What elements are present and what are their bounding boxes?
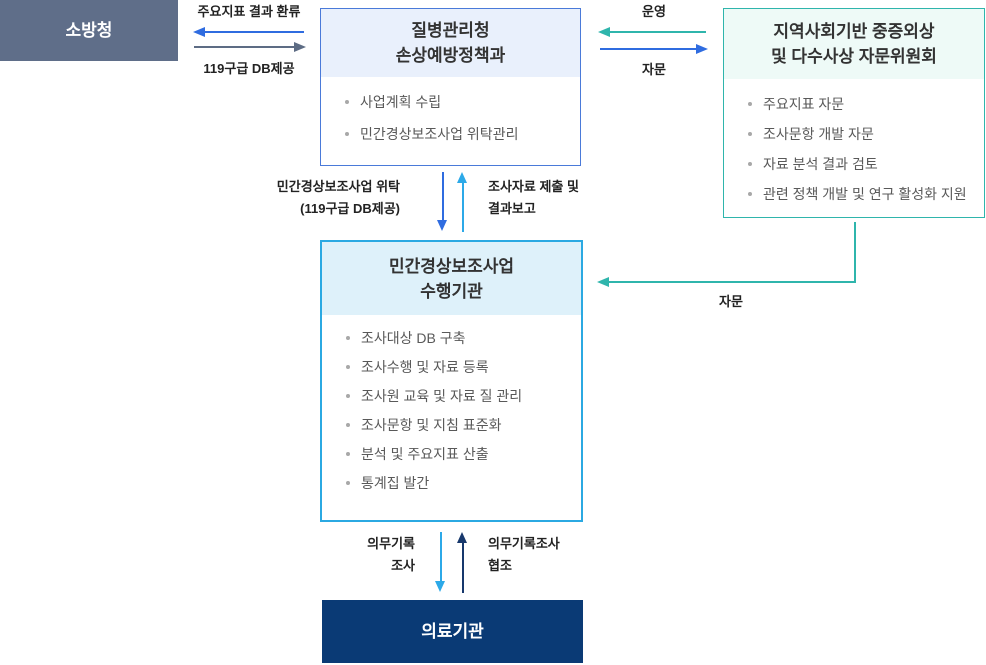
arrow-line bbox=[462, 183, 464, 232]
arrow-line bbox=[854, 222, 856, 283]
bullet-icon bbox=[346, 336, 350, 340]
list-item-text: 자료 분석 결과 검토 bbox=[763, 156, 878, 172]
arrow-line bbox=[462, 543, 464, 593]
bullet-icon bbox=[748, 162, 752, 166]
label-record-survey: 의무기록 조사 bbox=[367, 536, 415, 573]
bullet-icon bbox=[346, 452, 350, 456]
arrow-down-icon bbox=[437, 220, 447, 231]
label-report: 조사자료 제출 및 결과보고 bbox=[488, 179, 579, 216]
agency-item-list: 조사대상 DB 구축 조사수행 및 자료 등록 조사원 교육 및 자료 질 관리… bbox=[322, 315, 581, 492]
bullet-icon bbox=[346, 481, 350, 485]
list-item-text: 조사문항 및 지침 표준화 bbox=[361, 417, 502, 433]
list-item-text: 조사원 교육 및 자료 질 관리 bbox=[361, 388, 523, 404]
list-item: 민간경상보조사업 위탁관리 bbox=[345, 126, 568, 143]
list-item: 조사대상 DB 구축 bbox=[346, 330, 569, 347]
list-item: 주요지표 자문 bbox=[748, 96, 972, 113]
committee-box-header: 지역사회기반 중증외상 및 다수사상 자문위원회 bbox=[724, 9, 984, 79]
bullet-icon bbox=[346, 394, 350, 398]
kdca-box-title: 질병관리청 손상예방정책과 bbox=[395, 21, 506, 65]
label-delegate: 민간경상보조사업 위탁 (119구급 DB제공) bbox=[276, 179, 400, 216]
list-item-text: 통계집 발간 bbox=[361, 475, 430, 491]
list-item-text: 민간경상보조사업 위탁관리 bbox=[360, 126, 519, 142]
label-operate: 운영 bbox=[642, 4, 666, 19]
list-item-text: 분석 및 주요지표 산출 bbox=[361, 446, 489, 462]
list-item: 조사문항 및 지침 표준화 bbox=[346, 417, 569, 434]
bullet-icon bbox=[748, 132, 752, 136]
arrow-line bbox=[205, 31, 304, 33]
label-record-coop: 의무기록조사 협조 bbox=[488, 536, 560, 573]
list-item: 조사문항 개발 자문 bbox=[748, 126, 972, 143]
committee-box-title: 지역사회기반 중증외상 및 다수사상 자문위원회 bbox=[771, 22, 937, 66]
arrow-up-icon bbox=[457, 172, 467, 183]
bullet-icon bbox=[346, 423, 350, 427]
label-advise-side: 자문 bbox=[719, 294, 743, 309]
kdca-item-list: 사업계획 수립 민간경상보조사업 위탁관리 bbox=[321, 77, 580, 143]
bullet-icon bbox=[345, 132, 349, 136]
agency-box-header: 민간경상보조사업 수행기관 bbox=[322, 242, 581, 315]
committee-box: 지역사회기반 중증외상 및 다수사상 자문위원회 주요지표 자문 조사문항 개발… bbox=[723, 8, 985, 218]
list-item: 조사수행 및 자료 등록 bbox=[346, 359, 569, 376]
bullet-icon bbox=[748, 192, 752, 196]
list-item-text: 사업계획 수립 bbox=[360, 94, 442, 110]
label-advise-top: 자문 bbox=[642, 62, 666, 77]
list-item: 조사원 교육 및 자료 질 관리 bbox=[346, 388, 569, 405]
fire-agency-title: 소방청 bbox=[65, 21, 113, 40]
arrow-right-icon bbox=[696, 44, 708, 54]
arrow-up-icon bbox=[457, 532, 467, 543]
list-item: 통계집 발간 bbox=[346, 475, 569, 492]
label-db-provide: 119구급 DB제공 bbox=[203, 61, 295, 76]
fire-agency-box: 소방청 bbox=[0, 0, 178, 61]
list-item-text: 조사수행 및 자료 등록 bbox=[361, 359, 489, 375]
committee-item-list: 주요지표 자문 조사문항 개발 자문 자료 분석 결과 검토 관련 정책 개발 … bbox=[724, 79, 984, 203]
medical-institution-box: 의료기관 bbox=[322, 600, 583, 663]
label-indicator-feedback: 주요지표 결과 환류 bbox=[197, 4, 301, 19]
arrow-line bbox=[442, 172, 444, 220]
arrow-right-icon bbox=[294, 42, 306, 52]
bullet-icon bbox=[748, 102, 752, 106]
list-item: 분석 및 주요지표 산출 bbox=[346, 446, 569, 463]
agency-box: 민간경상보조사업 수행기관 조사대상 DB 구축 조사수행 및 자료 등록 조사… bbox=[320, 240, 583, 522]
bullet-icon bbox=[346, 365, 350, 369]
list-item-text: 조사문항 개발 자문 bbox=[763, 126, 874, 142]
list-item: 사업계획 수립 bbox=[345, 94, 568, 111]
medical-institution-title: 의료기관 bbox=[421, 622, 484, 641]
kdca-box-header: 질병관리청 손상예방정책과 bbox=[321, 9, 580, 77]
arrow-line bbox=[609, 281, 856, 283]
arrow-line bbox=[194, 46, 294, 48]
kdca-box: 질병관리청 손상예방정책과 사업계획 수립 민간경상보조사업 위탁관리 bbox=[320, 8, 581, 166]
arrow-left-icon bbox=[193, 27, 205, 37]
list-item-text: 관련 정책 개발 및 연구 활성화 지원 bbox=[763, 186, 967, 202]
list-item: 자료 분석 결과 검토 bbox=[748, 156, 972, 173]
arrow-down-icon bbox=[435, 581, 445, 592]
list-item: 관련 정책 개발 및 연구 활성화 지원 bbox=[748, 186, 972, 203]
arrow-line bbox=[440, 532, 442, 581]
list-item-text: 주요지표 자문 bbox=[763, 96, 845, 112]
arrow-line bbox=[610, 31, 706, 33]
list-item-text: 조사대상 DB 구축 bbox=[361, 330, 466, 346]
bullet-icon bbox=[345, 100, 349, 104]
arrow-line bbox=[600, 48, 696, 50]
arrow-left-icon bbox=[597, 277, 609, 287]
agency-box-title: 민간경상보조사업 수행기관 bbox=[388, 256, 515, 301]
arrow-left-icon bbox=[598, 27, 610, 37]
